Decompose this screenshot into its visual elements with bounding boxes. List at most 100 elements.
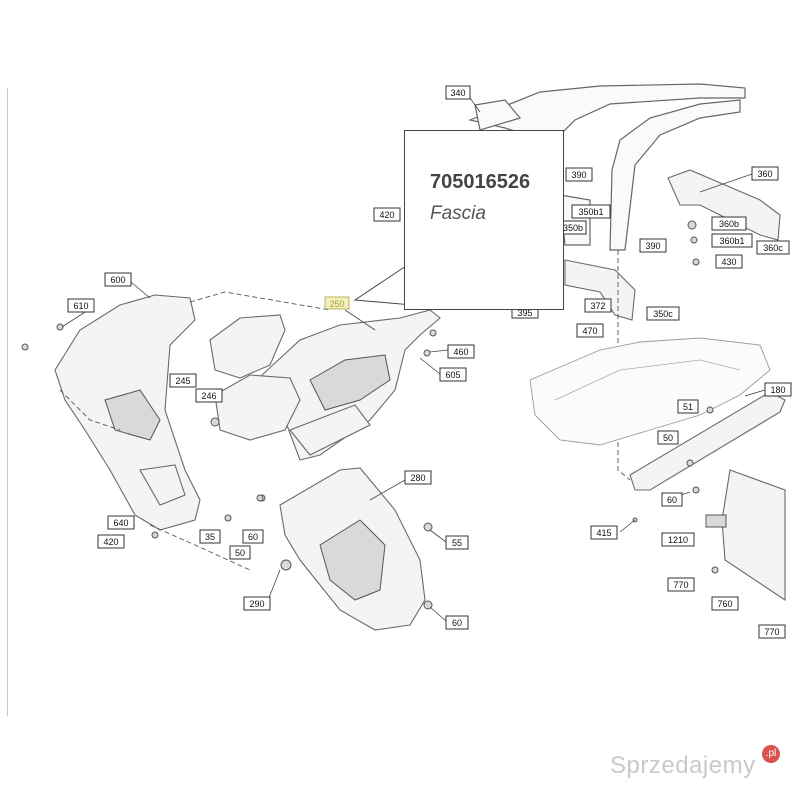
part-name: Fascia [430,203,486,224]
callout-51[interactable]: 51 [677,399,699,414]
assembly-line [617,250,631,481]
svg-text:360b1: 360b1 [719,236,744,246]
svg-text:60: 60 [452,618,462,628]
callout-390-b[interactable]: 390 [639,238,667,253]
left-border-rule [7,88,8,716]
svg-text:420: 420 [103,537,118,547]
callout-labels: 340 390 360 350b1 350b 360b 360b1 360c 3… [67,85,792,639]
dash-panel [529,337,771,446]
assembly-line [59,389,121,431]
callout-360[interactable]: 360 [751,166,779,181]
svg-text:605: 605 [445,370,460,380]
callout-50[interactable]: 50 [229,545,251,560]
callout-610[interactable]: 610 [67,298,95,313]
svg-text:430: 430 [721,257,736,267]
callout-50-b[interactable]: 50 [657,430,679,445]
svg-text:350c: 350c [653,309,673,319]
svg-text:610: 610 [73,301,88,311]
svg-text:55: 55 [452,538,462,548]
callout-60-b[interactable]: 60 [445,615,469,630]
callout-246[interactable]: 246 [195,388,223,403]
svg-text:280: 280 [410,473,425,483]
svg-text:246: 246 [201,391,216,401]
watermark-logo: Sprzedajemy [610,752,756,779]
callout-430[interactable]: 430 [715,254,743,269]
svg-text:50: 50 [663,433,673,443]
callout-640[interactable]: 640 [107,515,135,530]
callout-460[interactable]: 460 [447,344,475,359]
svg-text:770: 770 [673,580,688,590]
fascia-250 [261,309,441,461]
svg-text:180: 180 [770,385,785,395]
callout-1210[interactable]: 1210 [661,532,695,547]
svg-text:640: 640 [113,518,128,528]
svg-text:360: 360 [757,169,772,179]
callout-360b[interactable]: 360b [711,216,747,231]
callout-250-highlighted[interactable]: 250 [324,296,350,310]
svg-text:290: 290 [249,599,264,609]
watermark-badge: .pl [762,745,780,763]
callout-35[interactable]: 35 [199,529,221,544]
callout-290[interactable]: 290 [243,596,271,611]
svg-text:460: 460 [453,347,468,357]
callout-55[interactable]: 55 [445,535,469,550]
part-number: 705016526 [430,171,531,193]
svg-text:50: 50 [235,548,245,558]
callout-420[interactable]: 420 [373,207,401,222]
callout-280[interactable]: 280 [404,470,432,485]
svg-text:35: 35 [205,532,215,542]
svg-text:420: 420 [379,210,394,220]
callout-180[interactable]: 180 [764,382,792,397]
callout-350c[interactable]: 350c [646,306,680,321]
svg-text:372: 372 [590,301,605,311]
callout-770[interactable]: 770 [667,577,695,592]
svg-text:350b: 350b [563,223,583,233]
callout-600[interactable]: 600 [104,272,132,287]
svg-text:415: 415 [596,528,611,538]
svg-text:51: 51 [683,402,693,412]
callout-245[interactable]: 245 [169,373,197,388]
callout-372[interactable]: 372 [584,298,612,313]
svg-text:360b: 360b [719,219,739,229]
bracket-360 [667,169,781,266]
svg-text:360c: 360c [763,243,783,253]
callout-415[interactable]: 415 [590,525,618,540]
svg-text:340: 340 [450,88,465,98]
svg-text:250: 250 [329,299,344,309]
callout-390[interactable]: 390 [565,167,593,182]
svg-text:1210: 1210 [668,535,688,545]
side-panel-760 [705,469,786,602]
svg-text:600: 600 [110,275,125,285]
svg-text:770: 770 [764,627,779,637]
assembly-line [189,291,331,311]
callout-420-b[interactable]: 420 [97,534,125,549]
fasteners [151,329,700,539]
assembly-line [149,524,251,571]
callout-470[interactable]: 470 [576,323,604,338]
callout-340[interactable]: 340 [445,85,471,100]
bracket-280 [258,467,433,631]
svg-text:60: 60 [248,532,258,542]
svg-text:390: 390 [571,170,586,180]
crossbar-180 [629,391,786,491]
callout-770-b[interactable]: 770 [758,624,786,639]
part-info-popup: 705016526 Fascia [404,130,564,310]
callout-350b1[interactable]: 350b1 [571,204,611,219]
callout-360c[interactable]: 360c [756,240,790,255]
svg-text:395: 395 [517,308,532,318]
gauge-cluster [209,314,301,441]
callout-760[interactable]: 760 [711,596,739,611]
callout-360b1[interactable]: 360b1 [711,233,753,248]
shroud-600 [21,294,201,531]
svg-text:390: 390 [645,241,660,251]
callout-605[interactable]: 605 [439,367,467,382]
svg-text:350b1: 350b1 [578,207,603,217]
side-mount-372 [564,259,636,321]
svg-text:60: 60 [667,495,677,505]
callout-60[interactable]: 60 [242,529,264,544]
svg-text:245: 245 [175,376,190,386]
callout-60-c[interactable]: 60 [661,492,683,507]
svg-text:760: 760 [717,599,732,609]
svg-text:470: 470 [582,326,597,336]
